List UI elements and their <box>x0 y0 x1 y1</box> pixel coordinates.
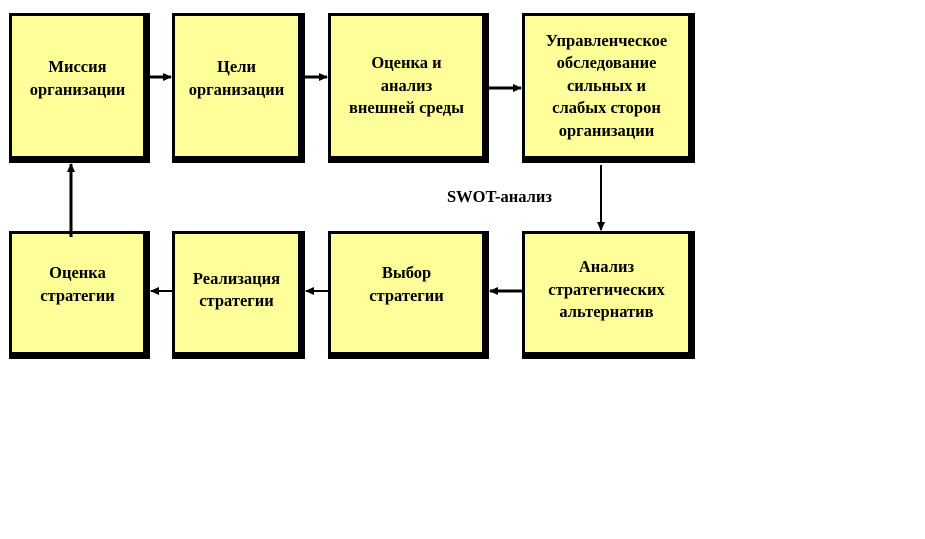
box-strategy-evaluation-label: Оценка стратегии <box>40 263 115 305</box>
box-goals: Цели организации <box>172 13 305 163</box>
box-strategy-implementation-label: Реализация стратегии <box>192 268 281 311</box>
box-strategy-choice: Выбор стратегии <box>328 231 489 359</box>
box-strategy-implementation: Реализация стратегии <box>172 231 305 359</box>
swot-analysis-label: SWOT-анализ <box>447 187 553 206</box>
box-strategic-alternatives: Анализ стратегических альтернатив <box>522 231 695 359</box>
box-internal-assessment-label: Управленческое обследование сильных и сл… <box>545 30 668 140</box>
box-internal-assessment: Управленческое обследование сильных и сл… <box>522 13 695 163</box>
box-external-environment: Оценка и анализ внешней среды <box>328 13 489 163</box>
box-strategy-evaluation: Оценка стратегии <box>9 231 150 359</box>
box-goals-label: Цели организации <box>188 57 285 99</box>
box-strategy-choice-label: Выбор стратегии <box>369 263 444 305</box>
box-mission: Миссия организации <box>9 13 150 163</box>
box-external-environment-label: Оценка и анализ внешней среды <box>349 53 464 118</box>
box-mission-label: Миссия организации <box>29 57 126 99</box>
box-strategic-alternatives-label: Анализ стратегических альтернатив <box>548 257 665 322</box>
